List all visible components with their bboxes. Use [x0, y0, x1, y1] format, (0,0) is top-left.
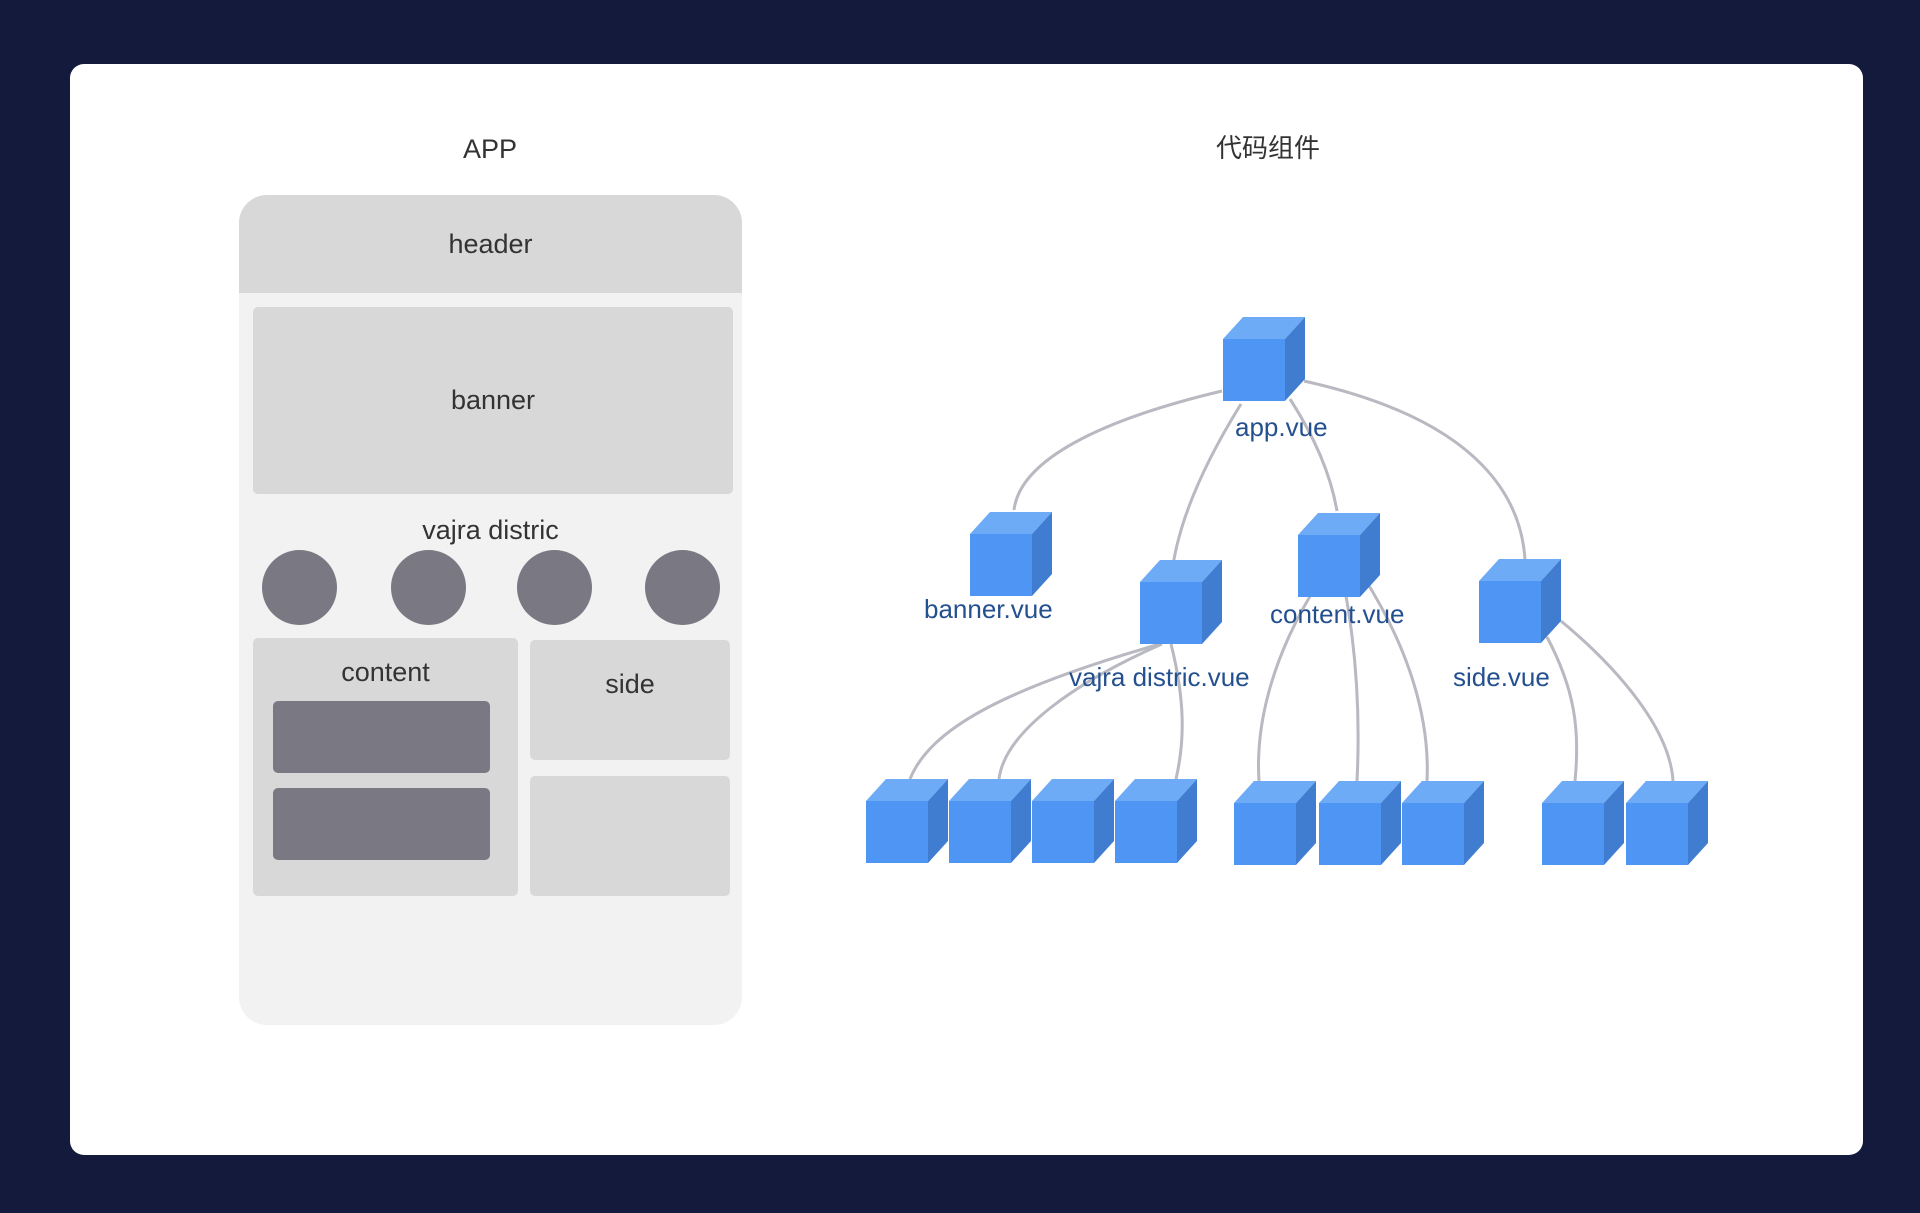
- circle-icon: [517, 550, 592, 625]
- cube-front-face: [970, 534, 1032, 596]
- edge-app-side: [1303, 379, 1527, 582]
- cube-top-face: [1223, 317, 1305, 339]
- node-label-app: app.vue: [1235, 412, 1328, 442]
- circle-icon: [645, 550, 720, 625]
- cube-top-face: [970, 512, 1052, 534]
- cube-top-face: [1115, 779, 1197, 801]
- content-item-bar: [273, 788, 490, 860]
- vajra-district-label: vajra distric: [422, 515, 559, 545]
- node-label-banner: banner.vue: [924, 594, 1053, 624]
- node-label-vajra: vajra distric.vue: [1069, 662, 1250, 692]
- cube-top-face: [1402, 781, 1484, 803]
- cube-top-face: [949, 779, 1031, 801]
- cube-side-face: [1032, 512, 1052, 596]
- cube-front-face: [1542, 803, 1604, 865]
- app-panel-title: APP: [462, 134, 518, 164]
- cube-side-face: [1464, 781, 1484, 865]
- edge-vajra-v1: [908, 642, 1161, 780]
- header-label: header: [448, 229, 533, 259]
- cube-side-face: [1202, 560, 1222, 644]
- cube-icon-banner: [970, 512, 1052, 596]
- content-label: content: [341, 657, 430, 687]
- cube-top-face: [1479, 559, 1561, 581]
- code-components-title: 代码组件: [1215, 134, 1320, 164]
- cube-front-face: [866, 801, 928, 863]
- node-label-content: content.vue: [1270, 599, 1404, 629]
- cube-side-face: [1604, 781, 1624, 865]
- cube-icon-app: [1223, 317, 1305, 401]
- cube-front-face: [1626, 803, 1688, 865]
- cube-side-face: [1177, 779, 1197, 863]
- cube-side-face: [1360, 513, 1380, 597]
- cube-icon-c2: [1319, 781, 1401, 865]
- edge-side-s1: [1545, 636, 1579, 782]
- node-label-side: side.vue: [1453, 662, 1550, 692]
- phone-header-block: header: [239, 195, 742, 293]
- cube-front-face: [1234, 803, 1296, 865]
- side-block-secondary: [530, 776, 730, 896]
- cube-top-face: [1234, 781, 1316, 803]
- cube-top-face: [866, 779, 948, 801]
- circle-icon: [391, 550, 466, 625]
- cube-icon-s2: [1626, 781, 1708, 865]
- cube-front-face: [1319, 803, 1381, 865]
- edge-app-banner: [1012, 389, 1223, 511]
- edge-side-s2: [1560, 619, 1675, 782]
- circle-icon: [262, 550, 337, 625]
- cube-front-face: [1032, 801, 1094, 863]
- content-item-bar: [273, 701, 490, 773]
- cube-icon-v3: [1032, 779, 1114, 863]
- cube-icon-side: [1479, 559, 1561, 643]
- cube-icon-c1: [1234, 781, 1316, 865]
- cube-icon-c3: [1402, 781, 1484, 865]
- cube-icon-v2: [949, 779, 1031, 863]
- edge-content-c1: [1257, 579, 1322, 782]
- cube-side-face: [1688, 781, 1708, 865]
- cube-side-face: [1285, 317, 1305, 401]
- cube-top-face: [1032, 779, 1114, 801]
- cube-top-face: [1140, 560, 1222, 582]
- cube-side-face: [1094, 779, 1114, 863]
- cube-side-face: [1011, 779, 1031, 863]
- cube-icon-content: [1298, 513, 1380, 597]
- side-block: side: [530, 640, 730, 760]
- edge-content-c3: [1361, 575, 1429, 782]
- cube-side-face: [1381, 781, 1401, 865]
- cube-front-face: [1115, 801, 1177, 863]
- banner-label: banner: [450, 385, 536, 415]
- edge-app-vajra: [1169, 403, 1243, 583]
- cube-front-face: [1402, 803, 1464, 865]
- cube-top-face: [1542, 781, 1624, 803]
- cube-front-face: [1298, 535, 1360, 597]
- cube-icon-s1: [1542, 781, 1624, 865]
- edge-content-c2: [1341, 579, 1360, 782]
- cube-top-face: [1298, 513, 1380, 535]
- cube-icon-v4: [1115, 779, 1197, 863]
- phone-mockup: header banner vajra distric content side: [239, 195, 742, 1025]
- edge-app-content: [1288, 398, 1339, 512]
- cube-icon-v1: [866, 779, 948, 863]
- cube-front-face: [949, 801, 1011, 863]
- banner-block: banner: [253, 307, 733, 494]
- side-label: side: [605, 669, 655, 699]
- cube-front-face: [1479, 581, 1541, 643]
- edge-vajra-v2: [997, 642, 1163, 780]
- cube-top-face: [1319, 781, 1401, 803]
- cube-front-face: [1223, 339, 1285, 401]
- cube-side-face: [1541, 559, 1561, 643]
- cube-side-face: [1296, 781, 1316, 865]
- cube-front-face: [1140, 582, 1202, 644]
- content-block: content: [253, 638, 518, 896]
- cube-side-face: [928, 779, 948, 863]
- edge-vajra-v4: [1169, 643, 1184, 780]
- cube-icon-vajra: [1140, 560, 1222, 644]
- cube-top-face: [1626, 781, 1708, 803]
